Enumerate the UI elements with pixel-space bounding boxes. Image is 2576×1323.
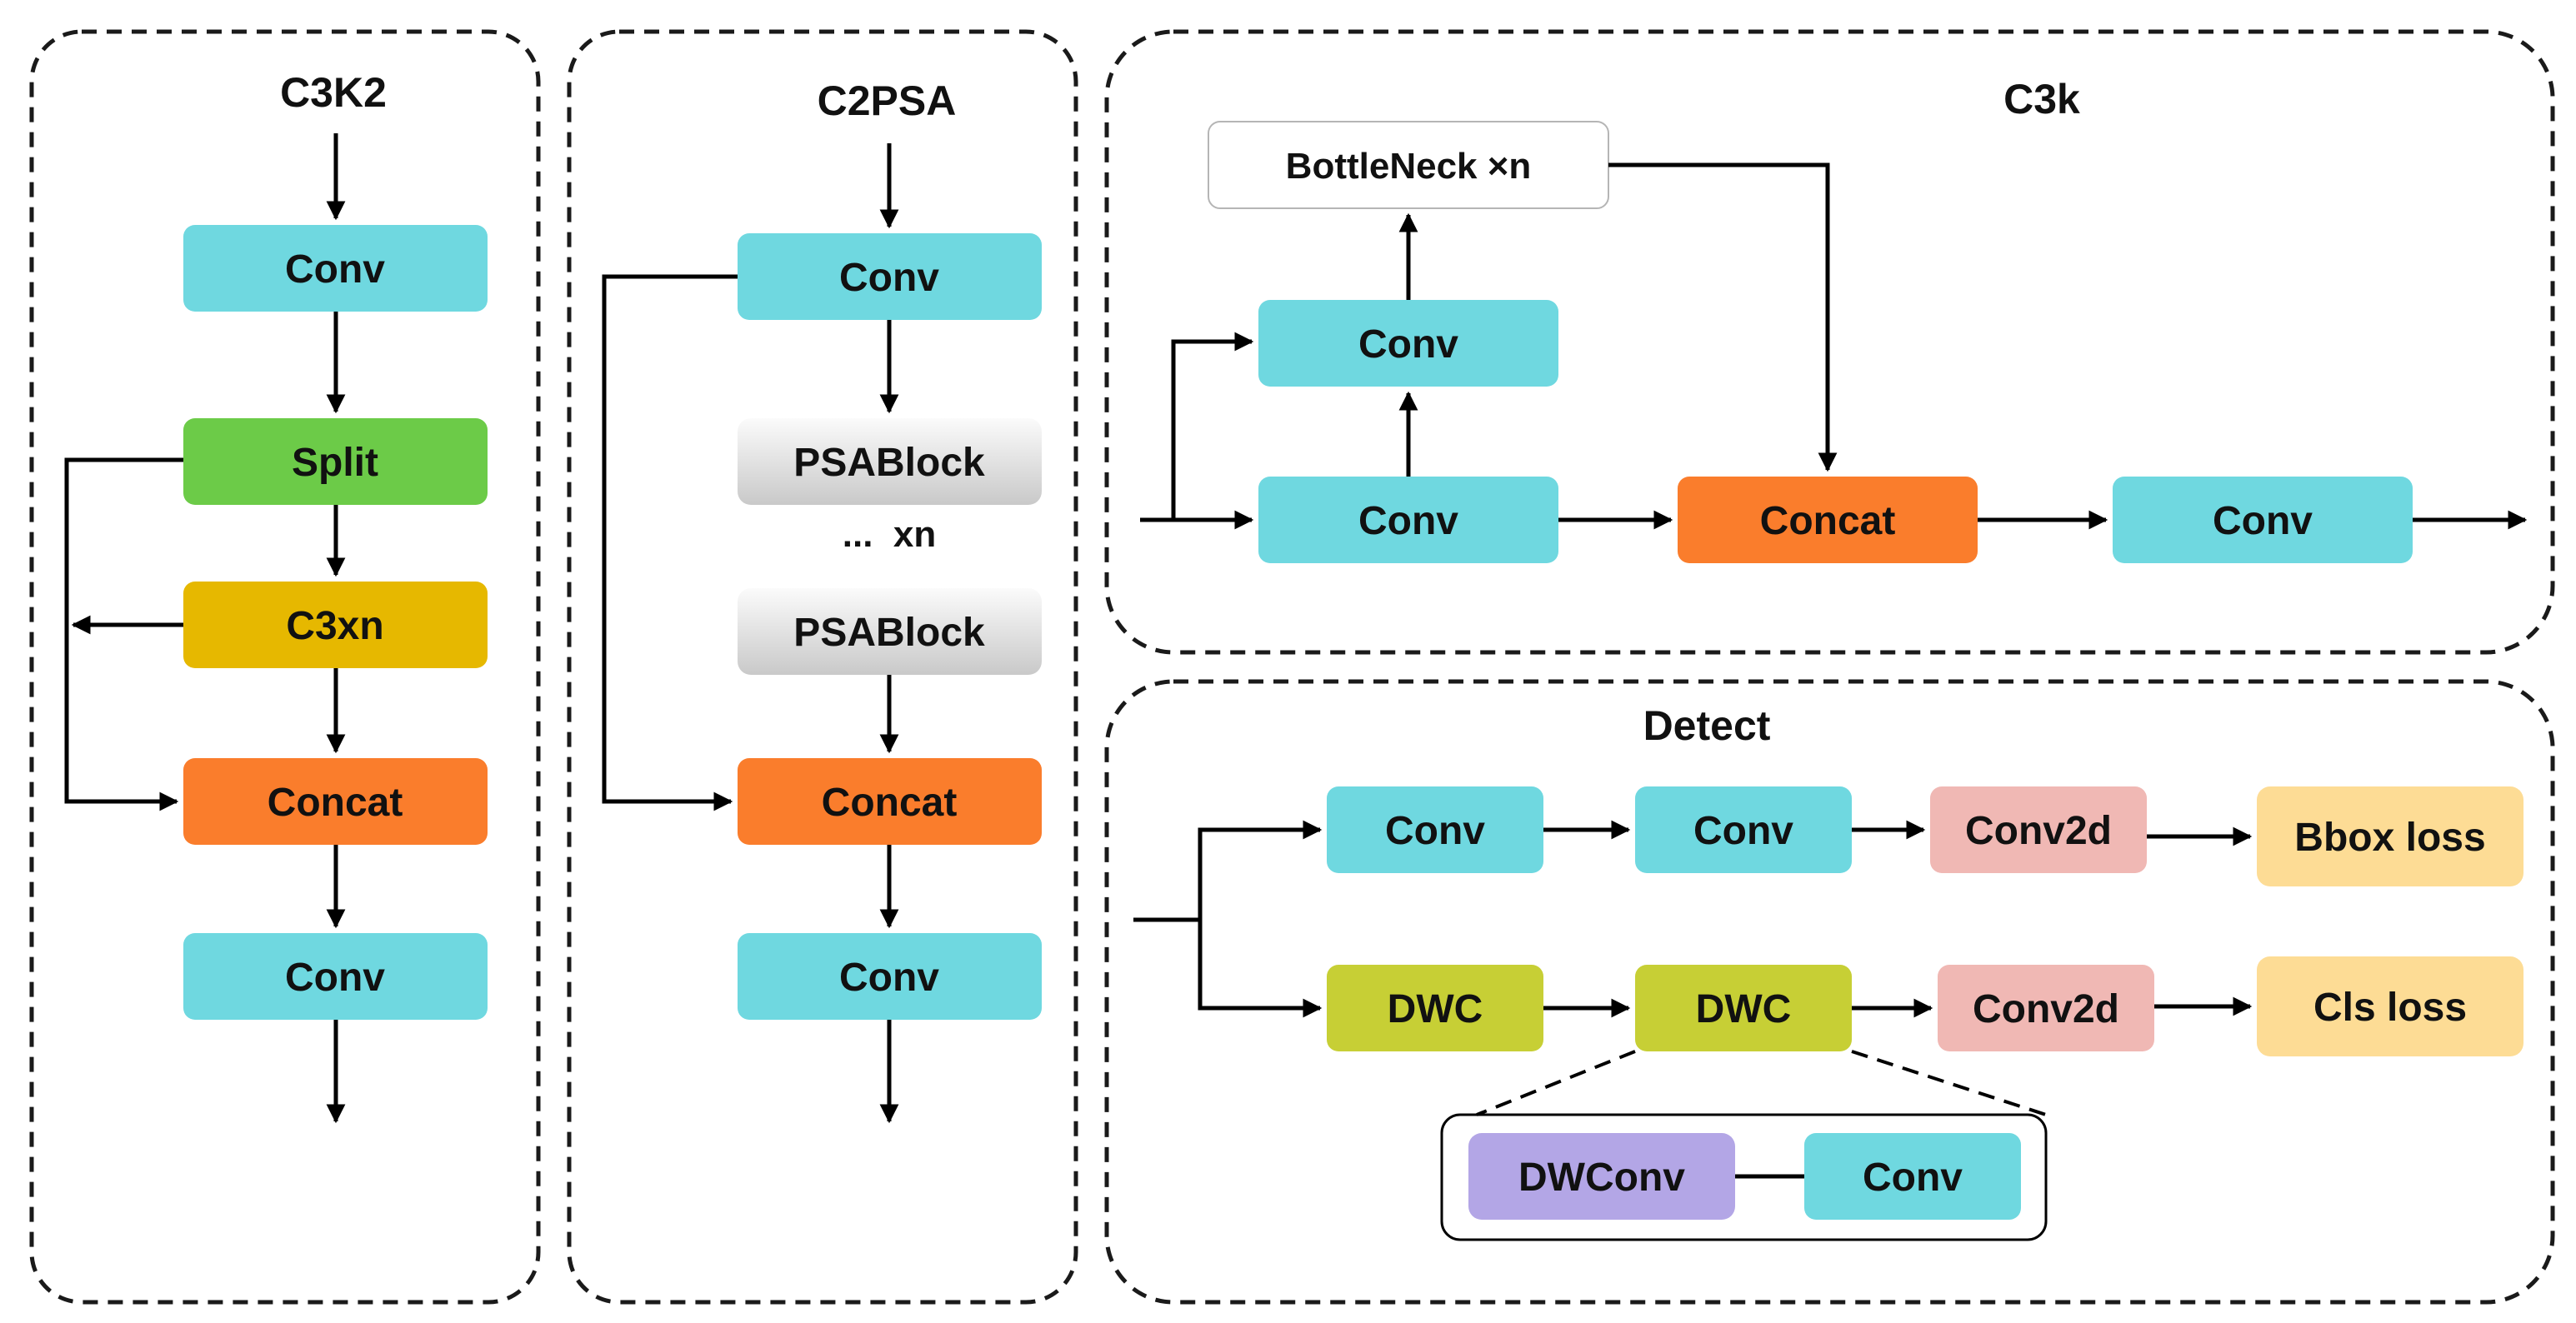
- c3k-title: C3k: [2003, 76, 2080, 122]
- detect-dwconv: DWConv: [1468, 1133, 1735, 1220]
- detect-conv2d-bottom: Conv2d: [1938, 965, 2154, 1051]
- svg-text:Concat: Concat: [822, 781, 958, 825]
- c3k-arrow-bottleneck-concat: [1608, 162, 1838, 472]
- detect-zoom-line-right: [1851, 1050, 2047, 1116]
- c2psa-conv-bottom: Conv: [738, 933, 1042, 1020]
- detect-cls-loss: Cls loss: [2257, 956, 2523, 1056]
- svg-text:DWC: DWC: [1696, 987, 1792, 1031]
- c3k-conv-out: Conv: [2113, 477, 2413, 563]
- c3k-conv-lower: Conv: [1258, 477, 1558, 563]
- c3k2-block: C3K2 Conv Split C3xn Concat Conv: [64, 69, 488, 1124]
- detect-conv-2: Conv: [1635, 786, 1852, 873]
- svg-text:Conv: Conv: [1385, 809, 1485, 853]
- svg-text:Conv: Conv: [1358, 499, 1458, 543]
- svg-text:PSABlock: PSABlock: [793, 611, 985, 655]
- svg-text:DWConv: DWConv: [1518, 1156, 1685, 1200]
- c3k-conv-upper: Conv: [1258, 300, 1558, 387]
- c3k2-c3xn: C3xn: [183, 582, 488, 668]
- c3k-bottleneck: BottleNeck ×n: [1208, 121, 1609, 209]
- svg-text:Conv: Conv: [285, 247, 385, 292]
- c3k2-conv-top: Conv: [183, 225, 488, 312]
- svg-text:Conv: Conv: [1693, 809, 1793, 853]
- detect-panel: [1104, 679, 2555, 1305]
- c3k-panel: [1104, 29, 2555, 655]
- c2psa-title: C2PSA: [818, 77, 957, 124]
- svg-text:Conv: Conv: [285, 956, 385, 1000]
- svg-text:BottleNeck ×n: BottleNeck ×n: [1286, 146, 1532, 187]
- detect-fork-arrow-top: [1198, 820, 1323, 1008]
- detect-conv-1: Conv: [1327, 786, 1543, 873]
- svg-text:DWC: DWC: [1388, 987, 1483, 1031]
- svg-text:Concat: Concat: [1760, 499, 1896, 543]
- svg-text:Conv: Conv: [2213, 499, 2313, 543]
- c3k2-panel: [29, 29, 541, 1305]
- detect-block: Detect Conv Conv Conv2d Bbox loss DWC DW…: [1133, 702, 2523, 1241]
- detect-dwc-1: DWC: [1327, 965, 1543, 1051]
- c3k-branch-arrow: [1171, 332, 1254, 520]
- c2psa-psablock-2: PSABlock: [738, 588, 1042, 675]
- svg-text:Bbox loss: Bbox loss: [2294, 816, 2485, 860]
- c2psa-conv-top: Conv: [738, 233, 1042, 320]
- svg-text:Conv: Conv: [839, 956, 939, 1000]
- c2psa-psablock-1: PSABlock: [738, 418, 1042, 505]
- svg-text:Conv: Conv: [1863, 1156, 1963, 1200]
- detect-conv-detail: Conv: [1804, 1133, 2021, 1220]
- detect-zoom-line-left: [1476, 1050, 1636, 1116]
- detect-title: Detect: [1643, 702, 1771, 749]
- detect-dwc-2: DWC: [1635, 965, 1852, 1051]
- svg-text:C3xn: C3xn: [286, 604, 383, 648]
- detect-fork-arrow-bottom: [1198, 920, 1323, 1018]
- c3k2-title: C3K2: [280, 69, 387, 116]
- svg-text:Conv2d: Conv2d: [1965, 809, 2112, 853]
- c3k-concat: Concat: [1678, 477, 1978, 563]
- svg-text:Conv: Conv: [839, 256, 939, 300]
- c2psa-panel: [567, 29, 1078, 1305]
- svg-text:Cls loss: Cls loss: [2313, 986, 2467, 1030]
- c2psa-repeat-label: ... xn: [843, 514, 936, 555]
- svg-text:Conv2d: Conv2d: [1973, 987, 2119, 1031]
- c3k2-conv-bottom: Conv: [183, 933, 488, 1020]
- svg-text:Split: Split: [292, 441, 378, 485]
- c2psa-concat: Concat: [738, 758, 1042, 845]
- c3k-block: C3k BottleNeck ×n Conv Conv Concat Conv: [1140, 76, 2528, 563]
- svg-text:Conv: Conv: [1358, 322, 1458, 367]
- detect-bbox-loss: Bbox loss: [2257, 786, 2523, 886]
- c3k2-split: Split: [183, 418, 488, 505]
- svg-text:Concat: Concat: [268, 781, 403, 825]
- svg-text:PSABlock: PSABlock: [793, 441, 985, 485]
- detect-dwc-detail-frame: [1440, 1113, 2048, 1241]
- detect-conv2d-top: Conv2d: [1930, 786, 2147, 873]
- c2psa-bypass-line: [602, 274, 738, 811]
- c2psa-block: C2PSA Conv PSABlock ... xn PSABlock Conc…: [602, 77, 1042, 1124]
- c3k2-concat: Concat: [183, 758, 488, 845]
- c3k2-bypass-line: [64, 457, 183, 811]
